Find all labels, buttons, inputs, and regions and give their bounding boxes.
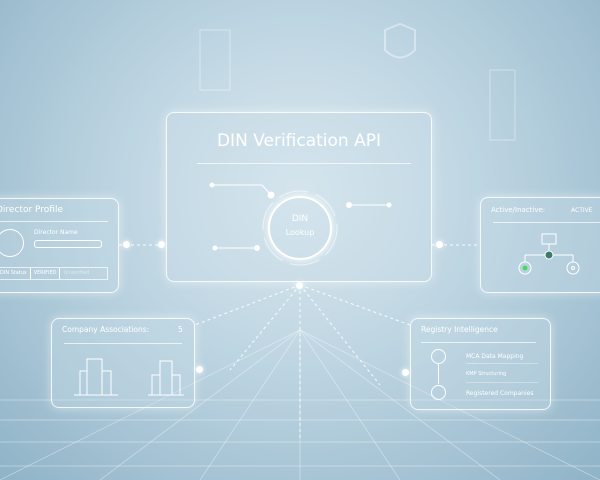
connector-dot bbox=[402, 369, 409, 376]
association-count: 5 bbox=[178, 325, 183, 334]
building-icons bbox=[74, 358, 184, 396]
registry-item: KMP Structuring bbox=[466, 371, 507, 377]
status-card: Active/Inactive: ACTIVE bbox=[480, 197, 600, 293]
companies-icon bbox=[431, 385, 446, 400]
company-associations-card: Company Associations: 5 bbox=[51, 318, 195, 408]
din-lookup-button[interactable]: DIN Lookup bbox=[268, 196, 332, 260]
director-name-input[interactable] bbox=[34, 240, 102, 248]
connector-dot bbox=[436, 241, 443, 248]
avatar-icon bbox=[0, 229, 24, 257]
status-value: ACTIVE bbox=[571, 207, 593, 214]
director-profile-card: Director Profile Director Name DIN Statu… bbox=[0, 198, 119, 293]
hierarchy-icon bbox=[518, 233, 580, 275]
connector-dot bbox=[196, 366, 203, 373]
registry-item: MCA Data Mapping bbox=[466, 353, 524, 360]
status-badge: VERIFIED bbox=[31, 268, 61, 279]
din-verification-card: DIN Verification API DIN Lookup bbox=[166, 112, 432, 282]
din-status-row: DIN Status VERIFIED Unverified bbox=[0, 267, 108, 280]
connector-dot bbox=[158, 241, 165, 248]
data-mapping-icon bbox=[431, 349, 446, 364]
registry-item: Registered Companies bbox=[466, 390, 534, 397]
connector-dot bbox=[123, 241, 130, 248]
lookup-connectors bbox=[209, 182, 392, 266]
connector-dot bbox=[296, 282, 303, 289]
main-title: DIN Verification API bbox=[216, 131, 382, 151]
registry-intelligence-card: Registry Intelligence MCA Data Mapping K… bbox=[410, 318, 551, 410]
